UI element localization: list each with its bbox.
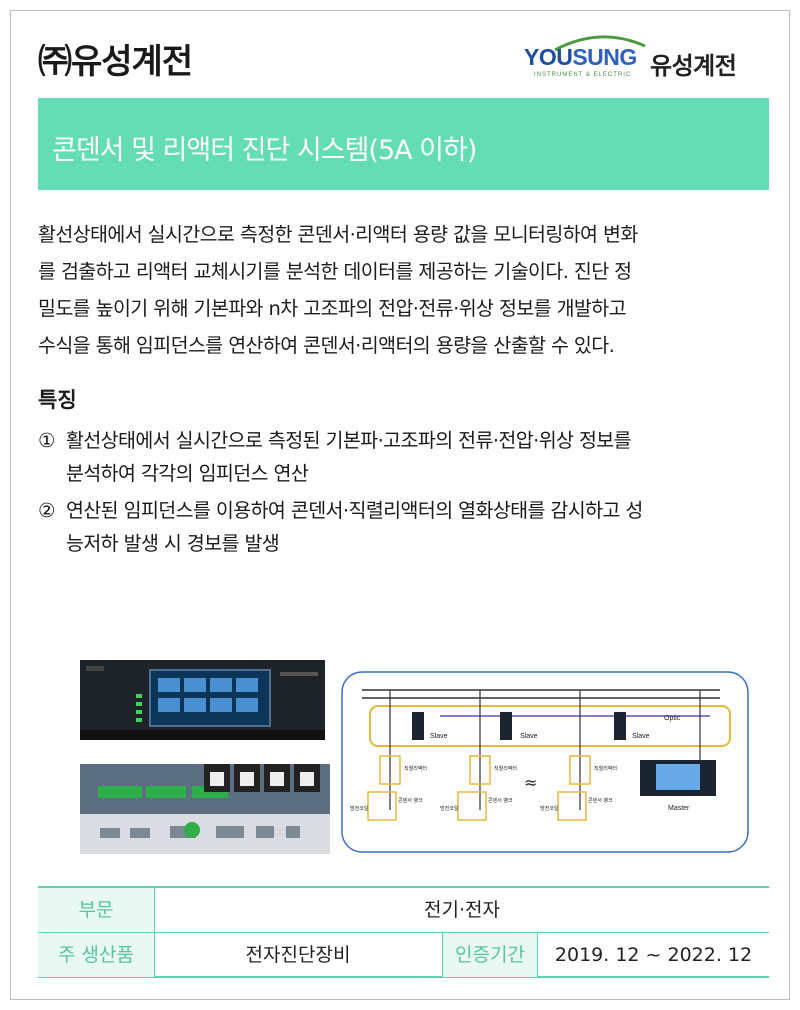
device-front-image xyxy=(80,660,325,740)
reactor-label: 직렬리액터 xyxy=(594,765,617,772)
page-frame xyxy=(10,10,790,1000)
feature-number: ① xyxy=(38,429,55,452)
dept-label: 부문 xyxy=(38,888,154,932)
slave-label: Slave xyxy=(520,733,538,740)
logo-subtitle: INSTRUMENT & ELECTRIC xyxy=(534,72,632,78)
fuse-label: 방전코일 xyxy=(350,805,369,812)
divider xyxy=(154,933,155,977)
logo-korean-name: 유성계전 xyxy=(650,52,737,80)
description-line: 를 검출하고 리액터 교체시기를 분석한 데이터를 제공하는 기술이다. 진단 … xyxy=(38,260,632,283)
dept-value: 전기·전자 xyxy=(424,899,500,921)
feature-item: ① 활선상태에서 실시간으로 측정된 기본파·고조파의 전류·전압·위상 정보를… xyxy=(38,424,773,490)
period-value: 2019. 12 ~ 2022. 12 xyxy=(554,944,753,966)
reactor-label: 직렬리액터 xyxy=(404,765,427,772)
approx-symbol: ≈ xyxy=(524,773,537,792)
logo-brand-sung: SUNG xyxy=(572,44,637,70)
feature-text-line: 연산된 임피던스를 이용하여 콘덴서·직렬리액터의 열화상태를 감시하고 성 xyxy=(66,499,643,522)
info-row-dept: 부문 전기·전자 xyxy=(38,888,769,933)
description-line: 수식을 통해 임피던스를 연산하여 콘덴서·리액터의 용량을 산출할 수 있다. xyxy=(38,334,615,357)
feature-number: ② xyxy=(38,499,55,522)
slave-label: Slave xyxy=(632,733,650,740)
reactor-label: 직렬리액터 xyxy=(494,765,517,772)
title-banner: 콘덴서 및 리액터 진단 시스템(5A 이하) xyxy=(38,98,769,190)
product-value: 전자진단장비 xyxy=(245,944,351,966)
optic-label: Optic xyxy=(664,715,681,722)
description: 활선상태에서 실시간으로 측정한 콘덴서·리액터 용량 값을 모니터링하여 변화… xyxy=(38,216,773,364)
fuse-label: 방전코일 xyxy=(540,805,559,812)
features-heading: 특징 xyxy=(38,388,77,412)
slave-label: Slave xyxy=(430,733,448,740)
period-label: 인증기간 xyxy=(443,933,537,977)
capacitor-label: 콘덴서 뱅크 xyxy=(398,797,423,804)
divider xyxy=(442,933,443,977)
company-name: ㈜유성계전 xyxy=(38,42,193,82)
capacitor-label: 콘덴서 뱅크 xyxy=(488,797,513,804)
feature-text-line: 능저하 발생 시 경보를 발생 xyxy=(66,532,280,555)
product-label: 주 생산품 xyxy=(38,933,154,977)
device-back-image xyxy=(80,764,330,854)
info-table: 부문 전기·전자 주 생산품 전자진단장비 인증기간 2019. 12 ~ 20… xyxy=(38,886,769,978)
product-images: Optic Slave Slave Slave xyxy=(80,660,750,860)
feature-text-line: 활선상태에서 실시간으로 측정된 기본파·고조파의 전류·전압·위상 정보를 xyxy=(66,429,632,452)
fuse-label: 방전코일 xyxy=(440,805,459,812)
capacitor-label: 콘덴서 뱅크 xyxy=(588,797,613,804)
system-diagram: Optic Slave Slave Slave xyxy=(341,671,749,853)
feature-text-line: 분석하여 각각의 임피던스 연산 xyxy=(66,462,309,485)
logo-arc-icon xyxy=(554,35,646,52)
company-logo: YOUSUNG INSTRUMENT & ELECTRIC 유성계전 xyxy=(520,32,770,92)
logo-brand-you: YOU xyxy=(524,44,573,70)
info-row-product: 주 생산품 전자진단장비 인증기간 2019. 12 ~ 2022. 12 xyxy=(38,933,769,977)
product-illustration: Optic Slave Slave Slave xyxy=(80,660,749,854)
logo-brand: YOUSUNG xyxy=(524,44,637,71)
page-title: 콘덴서 및 리액터 진단 시스템(5A 이하) xyxy=(52,135,477,166)
master-label: Master xyxy=(668,805,690,812)
divider xyxy=(154,888,155,932)
description-line: 활선상태에서 실시간으로 측정한 콘덴서·리액터 용량 값을 모니터링하여 변화 xyxy=(38,223,638,246)
description-line: 밀도를 높이기 위해 기본파와 n차 고조파의 전압·전류·위상 정보를 개발하… xyxy=(38,297,627,320)
feature-item: ② 연산된 임피던스를 이용하여 콘덴서·직렬리액터의 열화상태를 감시하고 성… xyxy=(38,494,773,560)
divider xyxy=(537,933,538,977)
